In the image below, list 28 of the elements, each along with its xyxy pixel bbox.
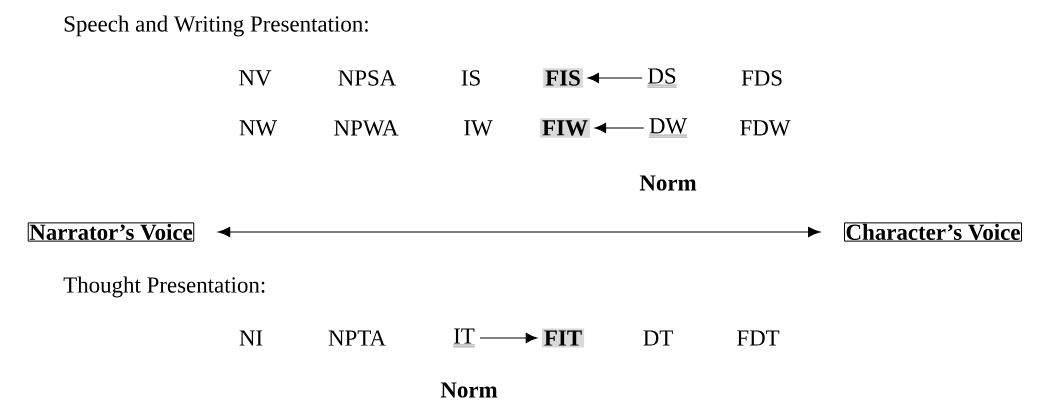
term-label: NPTA xyxy=(328,330,386,346)
section-heading: Speech and Writing Presentation: xyxy=(64,15,368,37)
term-label: IW xyxy=(464,120,493,136)
term-label: IT xyxy=(453,328,475,348)
section-heading: Thought Presentation: xyxy=(63,276,265,298)
arrow xyxy=(594,123,645,133)
term-label: DT xyxy=(643,330,673,346)
term-label: DS xyxy=(647,68,677,88)
arrow xyxy=(479,333,538,343)
term-label: NW xyxy=(239,120,278,136)
norm-label: Norm xyxy=(440,382,498,398)
double-arrow xyxy=(218,226,821,238)
arrow xyxy=(587,73,643,83)
highlighted-term: FIW xyxy=(540,118,590,138)
term-label: NV xyxy=(239,70,272,86)
term-label: NI xyxy=(239,330,263,346)
voice-box: Narrator’s Voice xyxy=(27,222,195,242)
highlighted-term: FIS xyxy=(543,68,583,88)
voice-box: Character’s Voice xyxy=(844,222,1022,242)
term-label: DW xyxy=(648,118,688,138)
term-label: NPSA xyxy=(338,70,397,86)
term-label: FDS xyxy=(741,70,782,86)
term-label: IS xyxy=(461,70,480,86)
term-label: FDT xyxy=(737,330,780,346)
term-label: NPWA xyxy=(334,120,399,136)
norm-label: Norm xyxy=(639,175,697,191)
term-label: FDW xyxy=(740,120,791,136)
highlighted-term: FIT xyxy=(541,328,585,348)
